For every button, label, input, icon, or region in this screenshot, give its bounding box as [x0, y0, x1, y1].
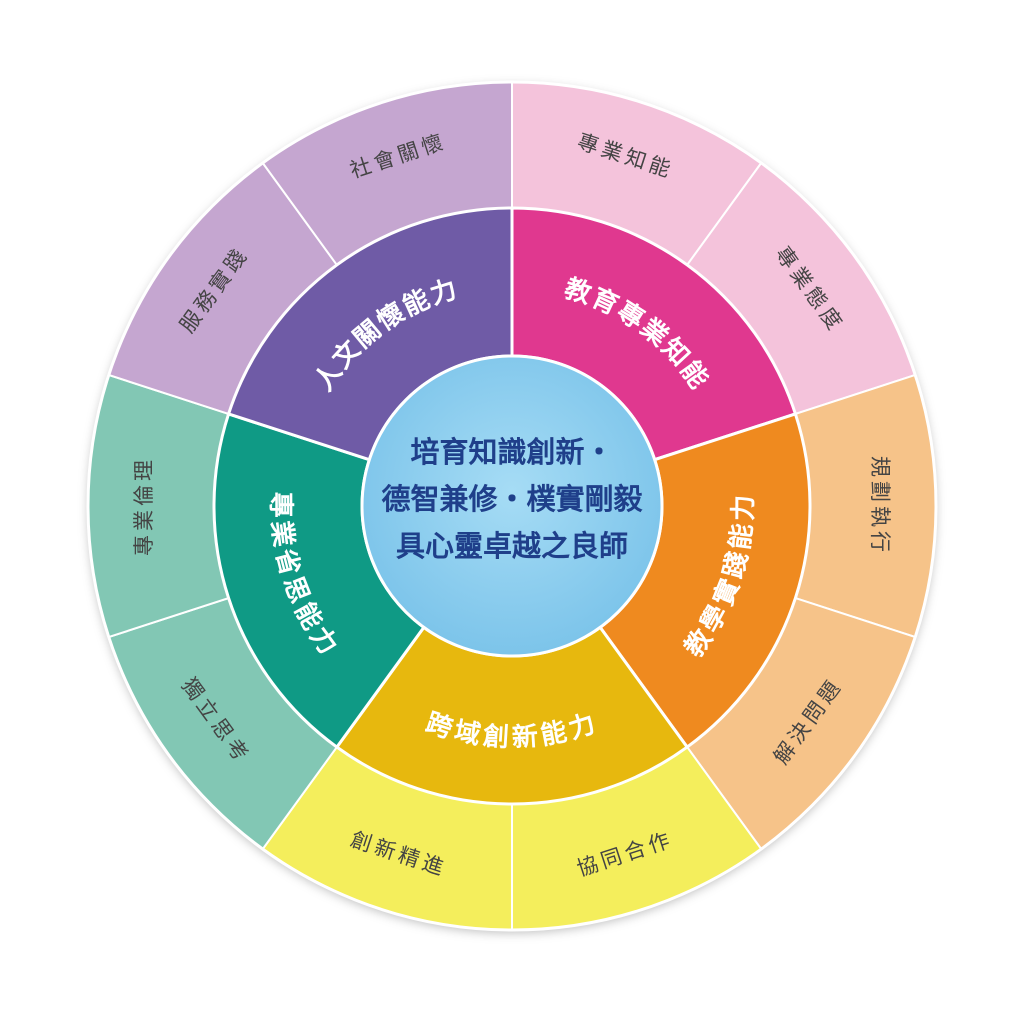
outer-border	[86, 80, 938, 932]
center-line-3: 具心靈卓越之良師	[396, 529, 628, 563]
center-hub: 培育知識創新・ 德智兼修・樸實剛毅 具心靈卓越之良師	[360, 354, 664, 658]
outer-sector	[794, 373, 937, 639]
outer-sector	[87, 373, 230, 639]
outer-label: 專業倫理	[132, 456, 156, 556]
center-line-1: 培育知識創新・	[410, 435, 613, 469]
center-circle	[360, 354, 664, 658]
center-line-2: 德智兼修・樸實剛毅	[381, 482, 643, 516]
outer-label: 規劃執行	[868, 456, 892, 556]
